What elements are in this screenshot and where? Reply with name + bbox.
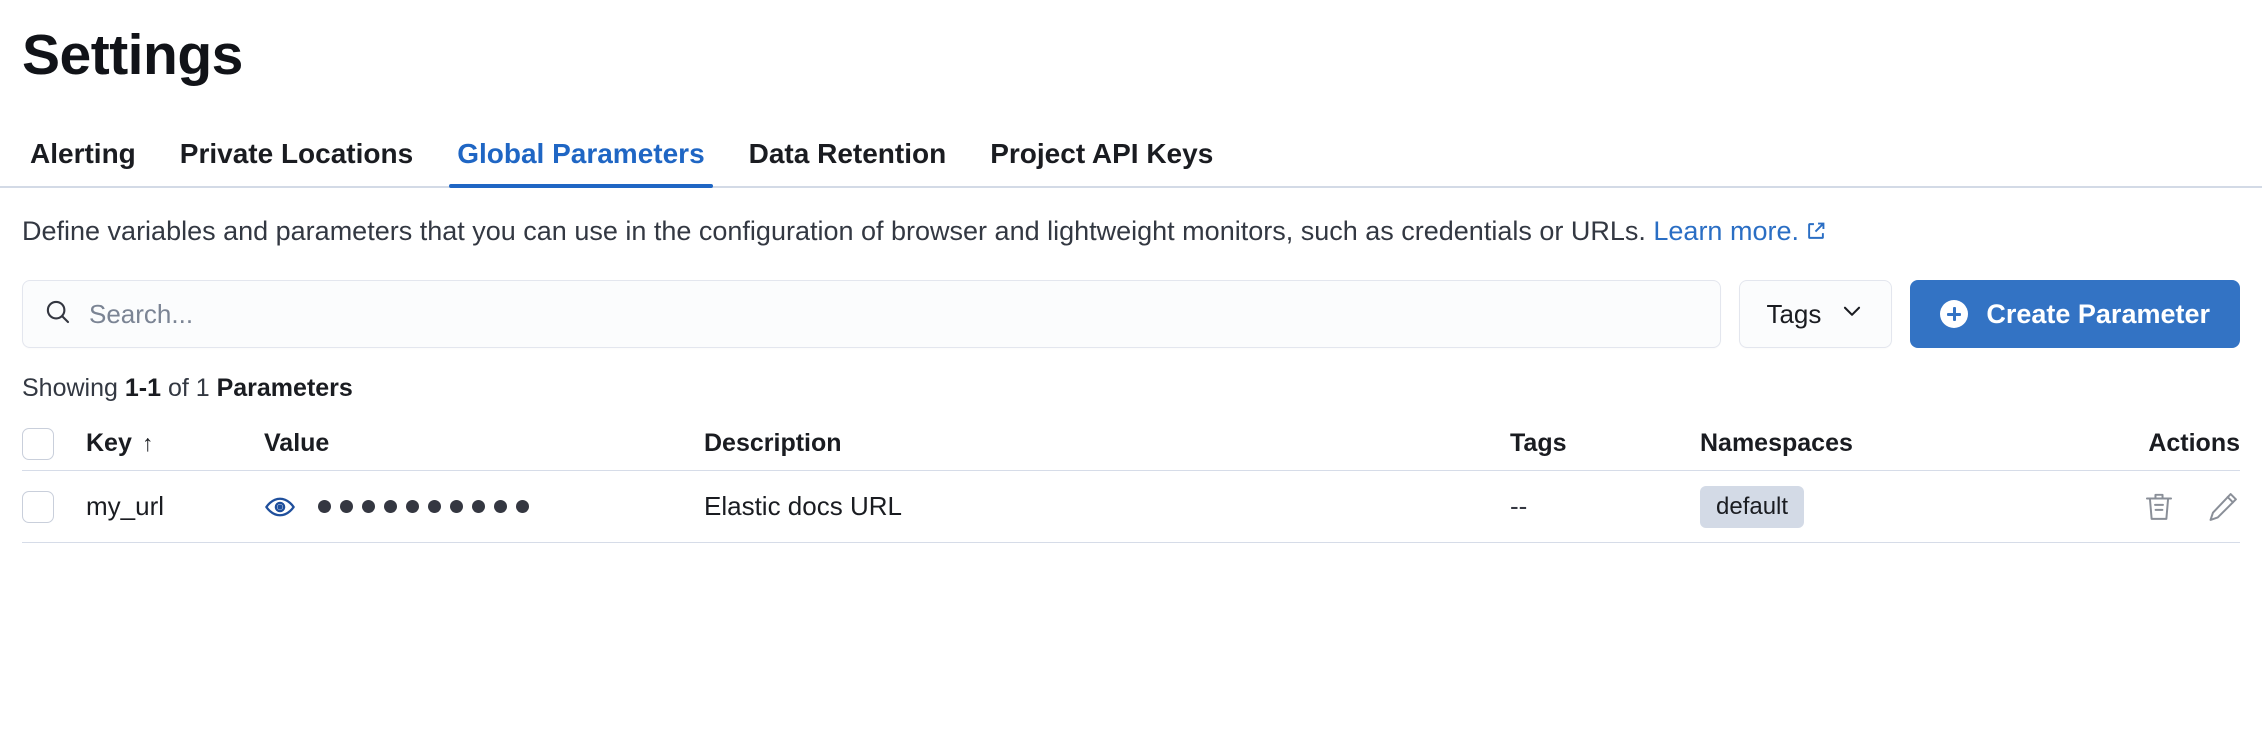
search-field[interactable]: [22, 280, 1722, 349]
column-header-value[interactable]: Value: [264, 429, 330, 458]
row-select-cell: [22, 490, 86, 523]
masked-value: [318, 500, 529, 514]
cell-tags: --: [1510, 491, 1528, 522]
tab-project-api-keys[interactable]: Project API Keys: [990, 137, 1214, 169]
results-range: 1-1: [124, 374, 161, 403]
cell-actions: [2120, 490, 2240, 524]
results-middle: of 1: [161, 374, 217, 403]
results-prefix: Showing: [22, 374, 125, 403]
sort-ascending-icon: ↑: [141, 430, 154, 457]
parameters-table: Key ↑ Value Description Tags Namespaces A…: [22, 417, 2240, 544]
tags-filter-button[interactable]: Tags: [1739, 280, 1893, 349]
external-link-icon: [1805, 216, 1827, 251]
column-header-actions: Actions: [2148, 429, 2240, 458]
create-parameter-label: Create Parameter: [1986, 298, 2210, 329]
column-header-namespaces[interactable]: Namespaces: [1700, 429, 1853, 458]
description-text: Define variables and parameters that you…: [22, 215, 1646, 246]
column-header-key-label: Key: [86, 429, 132, 458]
column-header-description[interactable]: Description: [704, 429, 842, 458]
namespace-badge: default: [1700, 485, 1805, 528]
plus-circle-icon: [1940, 300, 1969, 329]
cell-key: my_url: [86, 491, 165, 522]
select-all-cell: [22, 427, 86, 460]
select-all-checkbox[interactable]: [22, 427, 54, 460]
column-header-tags[interactable]: Tags: [1510, 429, 1567, 458]
learn-more-link[interactable]: Learn more.: [1653, 216, 1827, 246]
settings-tabs: Alerting Private Locations Global Parame…: [0, 124, 2262, 188]
tags-filter-label: Tags: [1766, 298, 1822, 329]
pencil-icon[interactable]: [2206, 490, 2240, 524]
table-row: my_url Elastic docs URL -- default: [22, 471, 2240, 544]
eye-icon[interactable]: [264, 491, 296, 523]
page-title: Settings: [22, 23, 243, 87]
cell-description: Elastic docs URL: [704, 491, 902, 522]
trash-icon[interactable]: [2142, 490, 2176, 524]
search-icon: [43, 297, 73, 332]
results-count: Showing 1-1 of 1 Parameters: [0, 374, 2262, 403]
search-input[interactable]: [89, 298, 1701, 330]
learn-more-label: Learn more.: [1653, 215, 1799, 246]
tab-alerting[interactable]: Alerting: [30, 137, 136, 169]
row-select-checkbox[interactable]: [22, 490, 54, 523]
tab-data-retention[interactable]: Data Retention: [748, 137, 947, 169]
toolbar: Tags Create Parameter: [0, 280, 2262, 349]
tab-private-locations[interactable]: Private Locations: [179, 137, 414, 169]
tab-global-parameters[interactable]: Global Parameters: [435, 139, 726, 188]
column-header-key[interactable]: Key ↑: [86, 429, 264, 458]
cell-value: [264, 491, 704, 523]
cell-namespaces: default: [1700, 485, 2120, 528]
page-description: Define variables and parameters that you…: [0, 214, 2230, 251]
table-header-row: Key ↑ Value Description Tags Namespaces A…: [22, 417, 2240, 472]
results-noun: Parameters: [216, 374, 353, 403]
create-parameter-button[interactable]: Create Parameter: [1910, 280, 2240, 349]
chevron-down-icon: [1839, 298, 1865, 331]
